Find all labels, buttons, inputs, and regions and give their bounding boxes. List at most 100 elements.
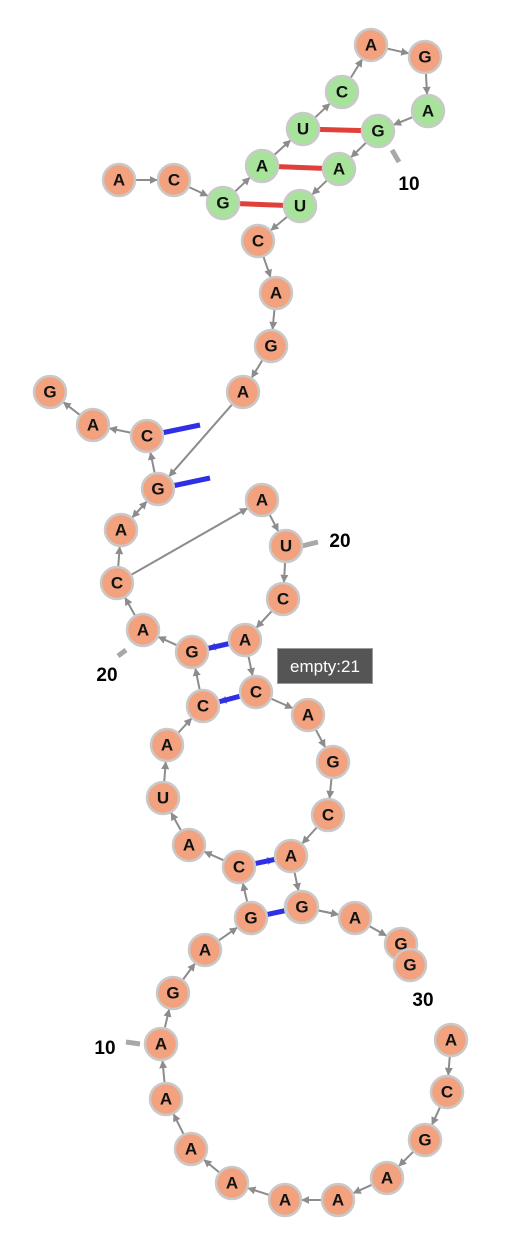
- nucleotide-c[interactable]: C: [185, 688, 221, 724]
- nucleotide-g[interactable]: G: [233, 900, 269, 936]
- nucleotide-circle: [214, 1165, 250, 1201]
- nucleotide-a[interactable]: A: [321, 151, 357, 187]
- backbone-link: [271, 697, 294, 710]
- nucleotide-circle: [225, 374, 261, 410]
- nucleotide-g[interactable]: G: [174, 634, 210, 670]
- nucleotide-circle: [244, 148, 280, 184]
- nucleotide-c[interactable]: C: [221, 849, 257, 885]
- nucleotide-g[interactable]: G: [140, 471, 176, 507]
- nucleotide-g[interactable]: G: [284, 889, 320, 925]
- backbone-link: [131, 500, 148, 519]
- nucleotide-a[interactable]: A: [75, 407, 111, 443]
- nucleotide-a[interactable]: A: [369, 1160, 405, 1196]
- nucleotide-g[interactable]: G: [32, 374, 68, 410]
- nucleotide-circle: [148, 1081, 184, 1117]
- backbone-link: [422, 73, 431, 95]
- nucleotide-circle: [273, 838, 309, 874]
- nucleotide-c[interactable]: C: [429, 1074, 465, 1110]
- backbone-link: [168, 404, 233, 477]
- nucleotide-a[interactable]: A: [290, 697, 326, 733]
- nucleotide-letter: C: [168, 170, 180, 189]
- backbone-link: [177, 717, 193, 734]
- backbone-link: [240, 882, 249, 902]
- nucleotide-a[interactable]: A: [103, 512, 139, 548]
- nucleotide-a[interactable]: A: [244, 482, 280, 518]
- nucleotide-circle: [284, 889, 320, 925]
- nucleotide-c[interactable]: C: [310, 797, 346, 833]
- backbone-link: [268, 514, 280, 532]
- backbone-link: [157, 636, 177, 646]
- nucleotide-letter: A: [183, 835, 195, 854]
- nucleotide-circle: [221, 849, 257, 885]
- nucleotide-g[interactable]: G: [205, 185, 241, 221]
- nucleotide-a[interactable]: A: [244, 148, 280, 184]
- nucleotide-circle: [187, 932, 223, 968]
- nucleotide-letter: C: [441, 1082, 453, 1101]
- backbone-link: [352, 1184, 372, 1194]
- nucleotide-circle: [149, 727, 185, 763]
- backbone-link: [131, 507, 248, 576]
- nucleotide-a[interactable]: A: [173, 1131, 209, 1167]
- nucleotide-g[interactable]: G: [407, 1122, 443, 1158]
- nucleotide-g[interactable]: G: [360, 113, 396, 149]
- nucleotide-a[interactable]: A: [410, 93, 446, 129]
- nucleotide-a[interactable]: A: [101, 162, 137, 198]
- nucleotide-g[interactable]: G: [407, 39, 443, 75]
- nucleotide-c[interactable]: C: [129, 418, 165, 454]
- nucleotide-a[interactable]: A: [258, 275, 294, 311]
- nucleotide-letter: G: [295, 897, 308, 916]
- nucleotide-a[interactable]: A: [337, 900, 373, 936]
- nucleotide-c[interactable]: C: [240, 223, 276, 259]
- nucleotide-a[interactable]: A: [320, 1182, 356, 1218]
- nucleotide-circle: [185, 688, 221, 724]
- nucleotide-a[interactable]: A: [187, 932, 223, 968]
- nucleotide-g[interactable]: G: [392, 947, 428, 983]
- nucleotide-c[interactable]: C: [99, 565, 135, 601]
- nucleotide-a[interactable]: A: [353, 27, 389, 63]
- nucleotide-g[interactable]: G: [155, 975, 191, 1011]
- nucleotide-circle: [410, 93, 446, 129]
- nucleotide-g[interactable]: G: [253, 328, 289, 364]
- nucleotide-a[interactable]: A: [227, 622, 263, 658]
- nucleotide-c[interactable]: C: [156, 162, 192, 198]
- backbone-link: [431, 1107, 441, 1126]
- nucleotide-circle: [32, 374, 68, 410]
- nucleotide-circle: [267, 1182, 303, 1218]
- nucleotide-circle: [258, 275, 294, 311]
- nucleotide-letter: A: [87, 415, 99, 434]
- nucleotide-a[interactable]: A: [148, 1081, 184, 1117]
- nucleotide-a[interactable]: A: [273, 838, 309, 874]
- position-label: 10: [94, 1038, 115, 1059]
- nucleotide-c[interactable]: C: [238, 674, 274, 710]
- nucleotide-letter: C: [336, 82, 348, 101]
- nucleotide-letter: G: [371, 121, 384, 140]
- nucleotide-letter: A: [302, 705, 314, 724]
- nucleotide-u[interactable]: U: [285, 111, 321, 147]
- position-tick: [116, 648, 128, 658]
- nucleotide-a[interactable]: A: [225, 374, 261, 410]
- nucleotide-g[interactable]: G: [315, 744, 351, 780]
- backbone-link: [124, 597, 136, 616]
- backbone-link: [311, 179, 328, 196]
- nucleotide-a[interactable]: A: [125, 612, 161, 648]
- nucleotide-a[interactable]: A: [149, 727, 185, 763]
- nucleotide-letter: G: [326, 752, 339, 771]
- nucleotide-circle: [433, 1022, 469, 1058]
- nucleotide-a[interactable]: A: [267, 1182, 303, 1218]
- nucleotide-a[interactable]: A: [214, 1165, 250, 1201]
- nucleotide-a[interactable]: A: [433, 1022, 469, 1058]
- nucleotide-letter: A: [445, 1030, 457, 1049]
- nucleotide-letter: C: [111, 573, 123, 592]
- backbone-link: [218, 926, 238, 942]
- nucleotide-c[interactable]: C: [265, 581, 301, 617]
- nucleotide-u[interactable]: U: [145, 780, 181, 816]
- nucleotide-circle: [129, 418, 165, 454]
- nucleotide-a[interactable]: A: [143, 1026, 179, 1062]
- nucleotide-letter: A: [332, 1190, 344, 1209]
- nucleotide-u[interactable]: U: [268, 528, 304, 564]
- nucleotide-u[interactable]: U: [282, 188, 318, 224]
- nucleotide-letter: A: [256, 156, 268, 175]
- backbone-link: [270, 216, 288, 231]
- nucleotide-a[interactable]: A: [171, 827, 207, 863]
- nucleotide-c[interactable]: C: [324, 74, 360, 110]
